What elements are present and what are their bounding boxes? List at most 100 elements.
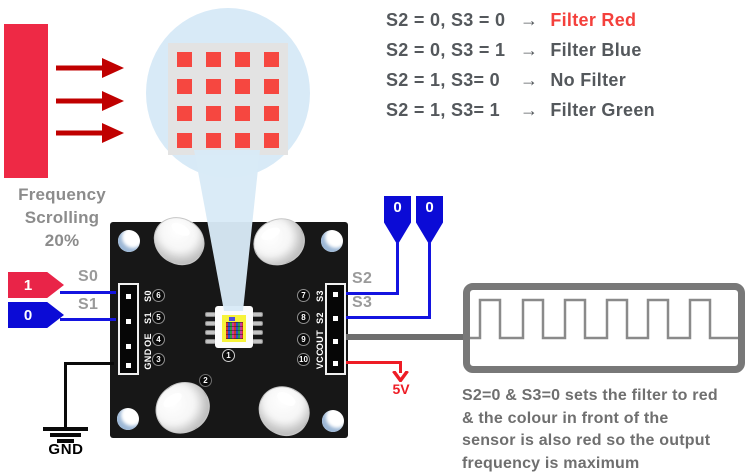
caption-text: S2=0 & S3=0 sets the filter to red & the…: [462, 385, 750, 475]
sensor-die-mark: [229, 317, 235, 321]
s0-input-tag: 1: [8, 272, 64, 298]
right-arrow-icon: →: [520, 69, 539, 90]
pin-number-3: 3: [152, 353, 165, 366]
photodiode-array: [168, 43, 288, 155]
photodiode-cell: [177, 106, 192, 121]
pin-number-5: 5: [152, 311, 165, 324]
right-arrow-icon: →: [520, 99, 539, 120]
5v-label: 5V: [392, 381, 410, 397]
filter-condition: S2 = 0, S3 = 0: [386, 9, 506, 30]
sensor-pixel-array: [226, 322, 243, 339]
right-arrow-icon: →: [520, 39, 539, 60]
s1-input-tag: 0: [8, 302, 64, 328]
gnd-label: GND: [48, 441, 84, 458]
chip-pin: [252, 321, 263, 326]
header-pin: [126, 344, 131, 349]
mounting-hole: [118, 230, 140, 252]
frequency-scaling-label: Frequency Scrolling 20%: [6, 183, 118, 252]
frequency-scaling-line1: Frequency: [18, 185, 106, 204]
square-wave-icon: [470, 298, 738, 340]
s2-input-tag: 0: [384, 196, 411, 245]
light-ray-arrow-icon: [56, 91, 124, 111]
right-pin-header: [325, 283, 346, 375]
header-pin: [333, 316, 338, 321]
down-arrow-icon: [392, 371, 409, 382]
s3-wire-label: S3: [352, 294, 373, 311]
photodiode-cell: [264, 79, 279, 94]
filter-row-none: S2 = 1, S3= 0 → No Filter: [386, 65, 655, 95]
pin-number-9: 9: [297, 333, 310, 346]
s2-wire-label: S2: [352, 270, 373, 287]
photodiode-cell: [235, 133, 250, 148]
filter-result: Filter Blue: [550, 39, 642, 60]
part-marker-1: 1: [222, 349, 235, 362]
header-pin: [126, 363, 131, 368]
gnd-wire: [64, 362, 114, 365]
caption-line2: & the colour in front of the: [462, 409, 669, 427]
left-pin-header: [118, 283, 139, 375]
s3-input-tag: 0: [416, 196, 443, 245]
mounting-hole: [321, 230, 343, 252]
light-ray-arrow-icon: [56, 58, 124, 78]
photodiode-cell: [206, 52, 221, 67]
pin-number-4: 4: [152, 333, 165, 346]
header-pin: [333, 361, 338, 366]
chip-pin: [252, 339, 263, 344]
pin-number-8: 8: [297, 311, 310, 324]
header-pin: [333, 339, 338, 344]
photodiode-cell: [235, 79, 250, 94]
caption-line4: frequency is maximum: [462, 454, 640, 472]
filter-row-green: S2 = 1, S3= 1 → Filter Green: [386, 95, 655, 125]
magnifier-bubble: [146, 8, 310, 178]
photodiode-cell: [177, 79, 192, 94]
photodiode-cell: [206, 106, 221, 121]
caption-line3: sensor is also red so the output: [462, 432, 711, 449]
photodiode-cell: [206, 79, 221, 94]
s0-wire: [60, 291, 116, 294]
vcc-wire: [346, 361, 402, 364]
header-pin: [333, 292, 338, 297]
photodiode-cell: [206, 133, 221, 148]
caption-line1: S2=0 & S3=0 sets the filter to red: [462, 387, 718, 404]
header-pin: [126, 294, 131, 299]
out-wire: [346, 334, 467, 340]
frequency-scaling-line2: Scrolling: [24, 208, 100, 227]
s2-wire: [346, 292, 399, 295]
gnd-wire: [64, 362, 67, 428]
filter-row-blue: S2 = 0, S3 = 1 → Filter Blue: [386, 35, 655, 65]
photodiode-cell: [235, 52, 250, 67]
output-waveform-box: [463, 283, 745, 373]
photodiode-cell: [177, 133, 192, 148]
s3-wire: [346, 316, 431, 319]
red-light-source-block: [4, 24, 48, 178]
filter-truth-table: S2 = 0, S3 = 0 → Filter Red S2 = 0, S3 =…: [386, 5, 655, 125]
light-ray-arrow-icon: [56, 123, 124, 143]
filter-condition: S2 = 1, S3= 1: [386, 99, 500, 120]
mounting-hole: [322, 410, 344, 432]
photodiode-cell: [264, 133, 279, 148]
filter-result: Filter Red: [550, 9, 637, 30]
vcc-wire: [399, 361, 402, 373]
pin-number-10: 10: [297, 353, 310, 366]
mounting-hole: [117, 408, 139, 430]
pin-number-6: 6: [152, 289, 165, 302]
s3-wire: [428, 242, 431, 319]
right-arrow-icon: →: [520, 9, 539, 30]
chip-pin: [252, 330, 263, 335]
s1-wire-label: S1: [78, 296, 99, 313]
photodiode-cell: [235, 106, 250, 121]
filter-condition: S2 = 1, S3= 0: [386, 69, 500, 90]
frequency-scaling-line3: 20%: [44, 231, 80, 250]
s0-wire-label: S0: [78, 268, 99, 285]
filter-condition: S2 = 0, S3 = 1: [386, 39, 506, 60]
photodiode-cell: [264, 52, 279, 67]
s1-wire: [60, 318, 116, 321]
photodiode-cell: [177, 52, 192, 67]
part-marker-2: 2: [199, 374, 212, 387]
magnifier-funnel: [194, 150, 260, 311]
s2-wire: [396, 242, 399, 295]
filter-row-red: S2 = 0, S3 = 0 → Filter Red: [386, 5, 655, 35]
photodiode-cell: [264, 106, 279, 121]
pin-number-7: 7: [297, 289, 310, 302]
